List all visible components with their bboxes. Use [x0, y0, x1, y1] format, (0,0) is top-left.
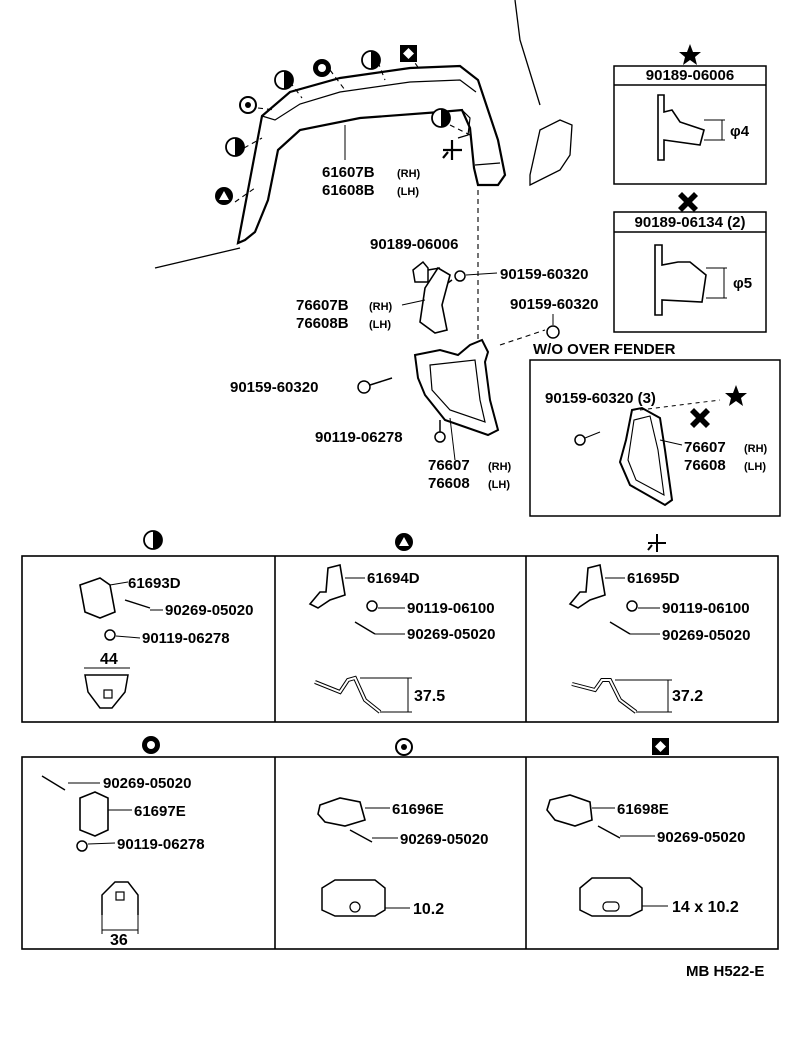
- mudguard-rh-part: 76607: [428, 457, 470, 474]
- diagram-code: MB H522-E: [686, 963, 764, 980]
- svg-text:(LH): (LH): [488, 479, 510, 491]
- inset-star-clip: 90189-06006 φ4: [613, 65, 767, 185]
- svg-text:61693D: 61693D: [128, 575, 181, 592]
- wo-fender-screw: 90159-60320 (3): [545, 390, 656, 407]
- svg-text:44: 44: [100, 651, 118, 668]
- screw-a-label: 90159-60320: [500, 266, 588, 283]
- half-circle-symbol-icon: [431, 108, 451, 128]
- bolt-label: 90119-06278: [315, 429, 403, 446]
- svg-text:37.5: 37.5: [414, 688, 445, 705]
- screw-b-label: 90159-60320: [510, 296, 598, 313]
- cell-61695d: 61695D 90119-06100 90269-05020 37.2: [568, 564, 750, 714]
- dot-symbol-icon: [395, 738, 413, 756]
- fender-rh-part: 61607B: [322, 164, 375, 181]
- clip-icon: [412, 260, 441, 283]
- svg-text:61698E: 61698E: [617, 801, 669, 818]
- svg-text:90269-05020: 90269-05020: [103, 775, 191, 792]
- svg-text:14 x 10.2: 14 x 10.2: [672, 899, 739, 916]
- svg-text:90269-05020: 90269-05020: [165, 602, 253, 619]
- cell-61697e: 90269-05020 61697E 90119-06278 36: [41, 775, 205, 949]
- screw-icon: [357, 377, 393, 394]
- svg-text:(LH): (LH): [744, 461, 766, 473]
- ring-symbol-icon: [313, 59, 331, 77]
- svg-text:(RH): (RH): [744, 443, 768, 455]
- inset-star-dim: φ4: [730, 123, 750, 140]
- screw-icon: [444, 270, 498, 286]
- half-circle-symbol-icon: [274, 70, 294, 90]
- ring-symbol-icon: [142, 736, 160, 754]
- cell-61696e: 61696E 90269-05020 10.2: [317, 797, 488, 918]
- svg-text:(LH): (LH): [369, 319, 391, 331]
- mud-guard: [413, 338, 500, 437]
- half-circle-symbol-icon: [361, 50, 381, 70]
- mudguard-lh-part: 76608: [428, 475, 470, 492]
- half-circle-symbol-icon: [225, 137, 245, 157]
- svg-text:61697E: 61697E: [134, 803, 186, 820]
- svg-text:90269-05020: 90269-05020: [662, 627, 750, 644]
- wo-fender-part-lh: 76608: [684, 457, 726, 474]
- svg-text:(LH): (LH): [397, 186, 419, 198]
- inset-cross-clip: 90189-06134 (2) φ5: [613, 211, 767, 333]
- triangle-symbol-icon: [215, 187, 233, 205]
- half-circle-symbol-icon: [143, 530, 163, 550]
- svg-text:(RH): (RH): [397, 168, 421, 180]
- over-fender: [236, 64, 507, 245]
- svg-text:90119-06100: 90119-06100: [407, 600, 495, 617]
- bracket-rh-part: 76607B: [296, 297, 349, 314]
- inset-cross-part: 90189-06134 (2): [635, 214, 746, 231]
- svg-text:90119-06278: 90119-06278: [117, 836, 205, 853]
- propeller-symbol-icon: [442, 140, 462, 160]
- parts-grid-row-2: [21, 756, 779, 950]
- svg-text:90269-05020: 90269-05020: [407, 626, 495, 643]
- svg-text:(RH): (RH): [369, 301, 393, 313]
- svg-text:90119-06278: 90119-06278: [142, 630, 230, 647]
- screw-c-label: 90159-60320: [230, 379, 318, 396]
- svg-text:10.2: 10.2: [413, 901, 444, 918]
- wo-fender-box: 90159-60320 (3) 76607 (RH) 76608 (LH): [529, 359, 781, 517]
- svg-text:36: 36: [110, 932, 128, 949]
- triangle-symbol-icon: [395, 533, 413, 551]
- parts-grid-row-1: [21, 555, 779, 723]
- bolt-icon: [434, 420, 446, 443]
- svg-text:61694D: 61694D: [367, 570, 420, 587]
- star-symbol-icon: [679, 44, 701, 65]
- bracket-lh-part: 76608B: [296, 315, 349, 332]
- svg-text:90119-06100: 90119-06100: [662, 600, 750, 617]
- svg-text:61696E: 61696E: [392, 801, 444, 818]
- cell-61694d: 61694D 90119-06100 90269-05020 37.5: [308, 564, 495, 714]
- diamond-symbol-icon: [652, 738, 669, 755]
- svg-text:90269-05020: 90269-05020: [400, 831, 488, 848]
- fender-label: 61607B (RH) 61608B (LH): [322, 125, 421, 199]
- propeller-symbol-icon: [647, 534, 666, 552]
- cross-symbol-icon: [678, 192, 698, 212]
- inset-star-part: 90189-06006: [646, 67, 734, 84]
- inset-cross-dim: φ5: [733, 275, 752, 292]
- bracket-76607b: [401, 266, 451, 334]
- wo-fender-title: W/O OVER FENDER: [533, 341, 676, 358]
- svg-text:(RH): (RH): [488, 461, 512, 473]
- svg-text:61695D: 61695D: [627, 570, 680, 587]
- screw-icon: [546, 314, 560, 339]
- fender-lh-part: 61608B: [322, 182, 375, 199]
- svg-text:90269-05020: 90269-05020: [657, 829, 745, 846]
- diamond-symbol-icon: [400, 45, 417, 62]
- clip-part-label: 90189-06006: [370, 236, 458, 253]
- dot-symbol-icon: [239, 96, 257, 114]
- cell-61693d: 61693D 90269-05020 90119-06278 44: [79, 575, 253, 709]
- vehicle-body-outline: [154, 0, 573, 269]
- wo-fender-part-rh: 76607: [684, 439, 726, 456]
- cell-61698e: 61698E 90269-05020 14 x 10.2: [546, 794, 745, 917]
- svg-text:37.2: 37.2: [672, 688, 703, 705]
